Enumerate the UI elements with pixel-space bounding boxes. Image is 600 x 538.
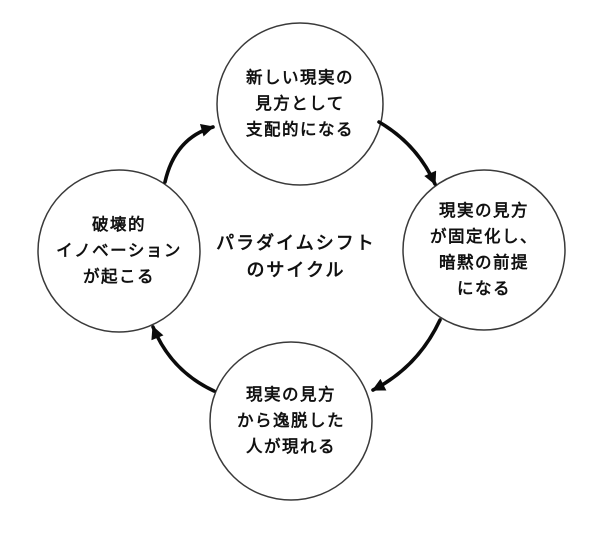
- arrow-right-to-bottom-icon: [371, 318, 442, 392]
- node-label-right: 現実の見方 が固定化し、 暗黙の前提 になる: [430, 200, 538, 299]
- node-label-left: 破壊的 イノベーション が起こる: [56, 214, 182, 287]
- node-label-top: 新しい現実の 見方として 支配的になる: [246, 67, 354, 140]
- diagram-title: パラダイムシフト のサイクル: [216, 233, 376, 281]
- bottom-circle: [209, 341, 373, 501]
- arrow-left-to-top-icon: [163, 124, 215, 184]
- right-circle: [402, 169, 566, 331]
- top-circle: [216, 22, 384, 186]
- arrow-top-to-right-icon: [377, 120, 437, 186]
- node-label-bottom: 現実の見方 から逸脱した 人が現れる: [237, 384, 345, 457]
- arrow-bottom-to-left-icon: [151, 325, 216, 393]
- left-circle: [37, 169, 201, 333]
